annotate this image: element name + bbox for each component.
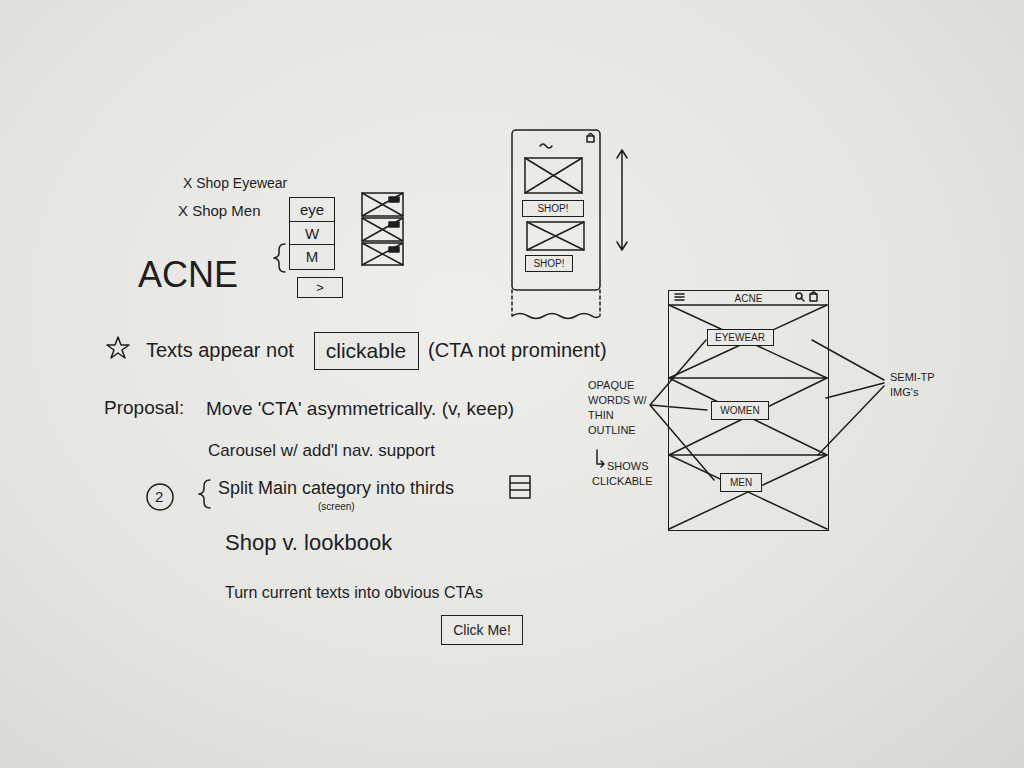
- note-text: Move 'CTA' asymmetrically. (v, keep): [206, 398, 514, 420]
- box-text: MEN: [730, 477, 752, 488]
- callout-number: 2: [155, 488, 163, 505]
- box-text: WOMEN: [720, 405, 759, 416]
- note-text: Split Main category into thirds: [218, 478, 454, 499]
- note-text: (CTA not prominent): [428, 339, 607, 362]
- box-text: Click Me!: [453, 623, 511, 638]
- highlight-box: clickable: [314, 332, 419, 370]
- shop-button: SHOP!: [525, 255, 573, 272]
- box-text: SHOP!: [533, 258, 564, 269]
- annotation-text: SEMI-TP IMG's: [890, 370, 954, 400]
- thirds-icon: [510, 476, 530, 498]
- shop-button: SHOP!: [522, 200, 584, 217]
- leader-lines: [597, 340, 884, 480]
- hook-arrow: [597, 450, 604, 467]
- box-text: >: [316, 281, 324, 295]
- category-tag: MEN: [720, 473, 762, 492]
- category-box: eye: [289, 197, 335, 223]
- phone-frame: ACNE EYEWEAR WOMEN MEN: [668, 290, 829, 531]
- note-text: Turn current texts into obvious CTAs: [225, 584, 483, 602]
- category-tag: EYEWEAR: [707, 329, 774, 346]
- phone-wireframe: [669, 292, 827, 529]
- note-text: X Shop Men: [178, 202, 261, 219]
- category-box: W: [289, 221, 335, 247]
- category-tag: WOMEN: [711, 401, 769, 420]
- note-text: X Shop Eyewear: [183, 175, 287, 191]
- category-box: M: [289, 244, 335, 270]
- note-text: (screen): [318, 501, 355, 513]
- arrow-button: >: [297, 277, 343, 298]
- box-text: eye: [300, 202, 324, 219]
- note-text: Shop v. lookbook: [225, 530, 392, 555]
- cta-button: Click Me!: [441, 615, 523, 645]
- annotation-text: OPAQUE WORDS W/ THIN OUTLINE: [588, 378, 650, 438]
- note-text: Proposal:: [104, 397, 184, 419]
- phone-sketch: [512, 130, 627, 319]
- box-text: SHOP!: [537, 203, 568, 214]
- star-mark: [107, 337, 129, 358]
- note-text: Carousel w/ add'l nav. support: [208, 441, 435, 461]
- brace: [199, 480, 210, 508]
- box-text: W: [305, 226, 319, 243]
- annotation-text: SHOWS CLICKABLE: [592, 459, 654, 489]
- box-text: ACNE: [669, 293, 828, 304]
- image-placeholders: [362, 193, 403, 265]
- box-text: M: [306, 249, 319, 266]
- brace: [274, 244, 285, 272]
- box-text: EYEWEAR: [715, 332, 765, 343]
- callout-circle: [147, 484, 173, 510]
- note-text: Texts appear not: [146, 339, 294, 362]
- brand-title: ACNE: [138, 254, 238, 295]
- box-text: clickable: [326, 339, 407, 362]
